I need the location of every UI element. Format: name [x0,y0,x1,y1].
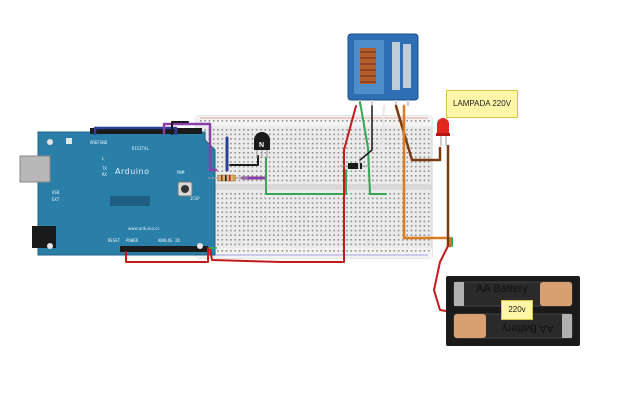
arduino-board [19,128,216,256]
wire-black-gnd [229,155,259,166]
wire-purple-header [162,122,218,172]
relay-icon [347,33,419,106]
breadboard [195,115,433,259]
l-label: L [102,156,105,161]
ext-label: EXT [52,197,60,202]
voltage-note: 220v [501,300,533,320]
led-icon [436,118,450,146]
resistor-icon [208,174,248,182]
wire-red-arduino [125,247,209,263]
arduino-logo-text: Arduino [115,167,150,176]
wire-green-1 [265,157,347,195]
usb-label: USB [52,190,60,195]
aref-label: AREF [90,140,100,145]
usb-connector [19,155,51,183]
rx-label: RX [102,172,107,177]
digital-label: DIGITAL [132,146,149,151]
power-label: POWER [126,238,139,243]
wire-orange-relay [402,104,452,248]
lamp-note-text: LAMPADA 220V [452,99,512,108]
lamp-note: LAMPADA 220V [446,90,518,118]
tx-label: TX [102,166,107,171]
wire-red-battery [433,245,453,313]
pwm-label: PWM [177,170,185,175]
voltage-note-text: 220v [508,305,526,314]
reset-label: RESET [108,238,121,243]
transistor-icon [254,132,270,158]
wire-white-relay [381,105,385,151]
wire-blue-header [93,126,178,136]
digital-header [90,128,202,134]
battery-label-top: AA Battery [476,283,528,295]
battery-label-bottom: AA Battery [502,322,554,334]
wire-black-relay [359,105,373,161]
diode-icon [340,163,370,169]
wire-black-header [171,121,189,135]
transistor-label: N [259,142,265,149]
analog-header [120,246,208,252]
wires [93,101,453,313]
power-jack [32,226,56,248]
wire-red-relay [209,105,357,263]
icsp-label: ICSP [190,196,200,201]
wire-green-2 [359,101,387,195]
analog-in-label: ANALOG IN [158,238,180,243]
gnd-label: GND [100,140,108,145]
arduino-url-text: www.arduino.cc [128,226,160,231]
